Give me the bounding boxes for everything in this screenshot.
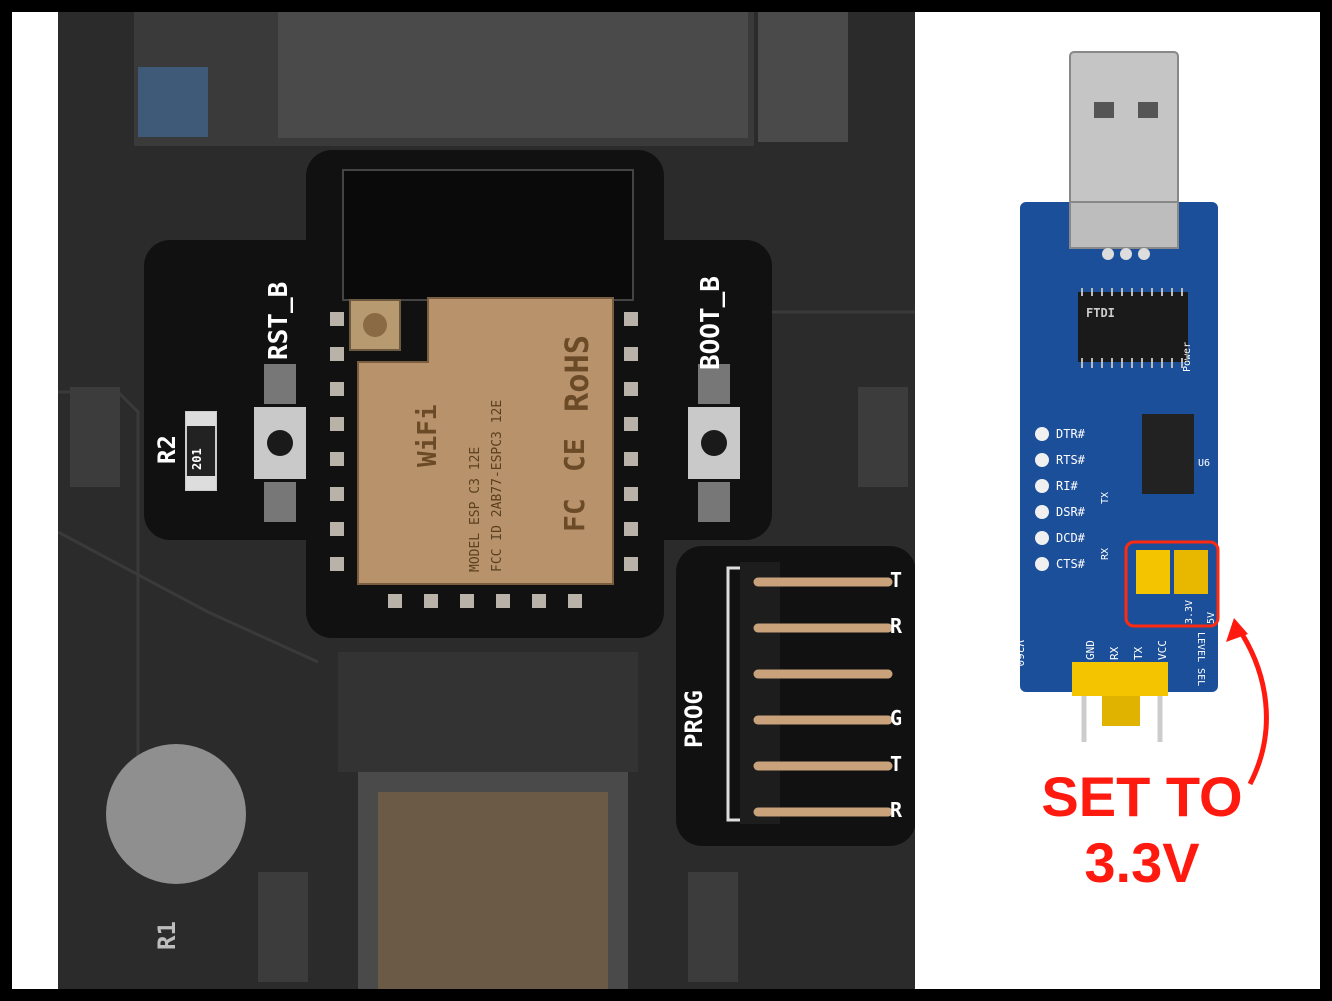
callout-arrow (1231, 620, 1269, 786)
callout-line-1: SET TO (1041, 765, 1243, 828)
jumper-highlight (1124, 540, 1220, 628)
ftdi-pin-ri: RI# (1056, 479, 1078, 493)
pin-label-6: R (890, 798, 903, 822)
ftdi-chip (1078, 292, 1188, 362)
pin-label-2: R (890, 614, 903, 638)
pin-label-1: T (890, 568, 903, 592)
arrow-head-icon (1226, 618, 1248, 642)
ftdi-pin-rts: RTS# (1056, 453, 1085, 467)
esp-module-shield (357, 297, 614, 585)
pcb-photo: MODEL ESP C3 12E FCC ID 2AB77-ESPC3 12E … (58, 12, 915, 989)
pin-label-5: T (890, 752, 903, 776)
ftdi-adapter: FTDI DTR# RTS# RI# DSR# DCD# CTS# GND RX… (1002, 42, 1242, 752)
callout-text: SET TO 3.3V (1012, 764, 1272, 896)
pcb-graphics (58, 12, 915, 989)
ftdi-graphics (1020, 51, 1220, 742)
ftdi-pin-cts: CTS# (1056, 557, 1085, 571)
bottom-header (1072, 662, 1168, 696)
ftdi-chip-label: FTDI (1086, 306, 1115, 320)
jumper-cap (1136, 550, 1170, 594)
ftdi-pin-dsr: DSR# (1056, 505, 1085, 519)
callout-arrow-layer (1226, 618, 1269, 786)
ftdi-u6-label: U6 (1198, 458, 1211, 469)
prog-header-pins (740, 562, 893, 824)
module-pads (330, 312, 638, 608)
mounting-hole (106, 744, 246, 884)
pin-label-4: G (890, 706, 903, 730)
ftdi-pin-dtr: DTR# (1056, 427, 1085, 441)
image-frame: MODEL ESP C3 12E FCC ID 2AB77-ESPC3 12E … (12, 12, 1320, 989)
callout-line-2: 3.3V (1084, 831, 1200, 894)
ftdi-pin-dcd: DCD# (1056, 531, 1085, 545)
